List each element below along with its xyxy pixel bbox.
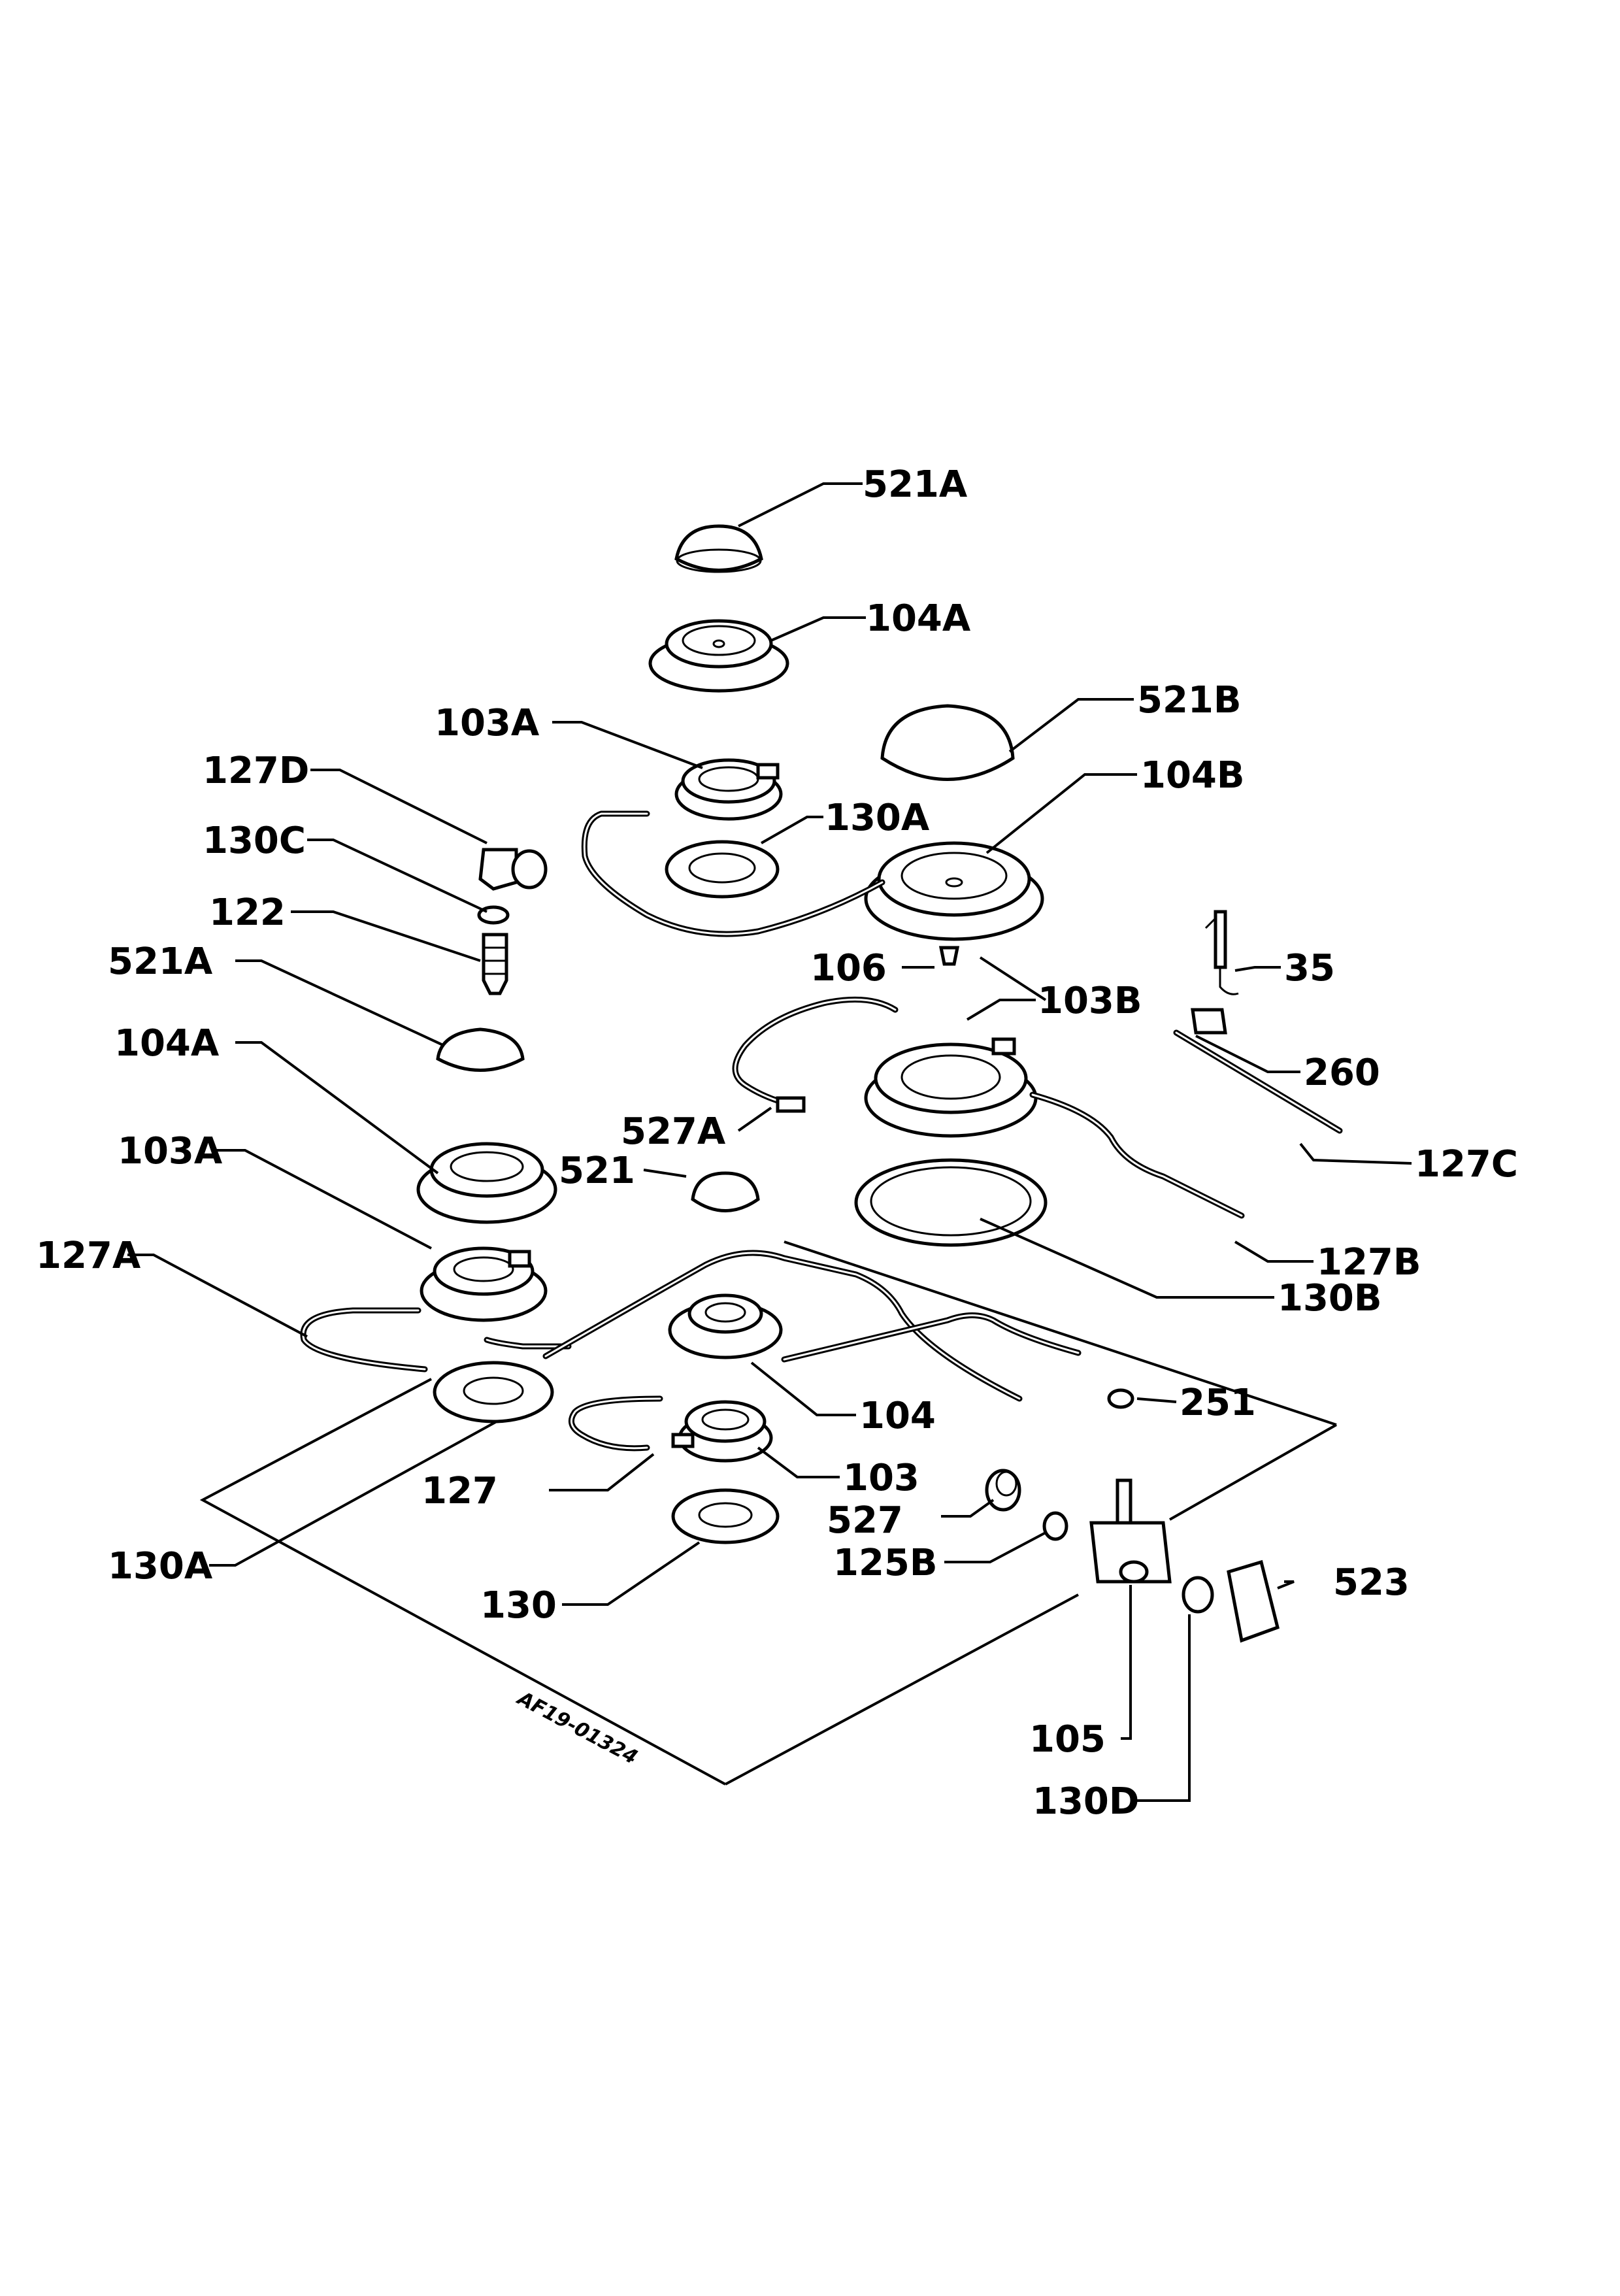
label-127c: 127C <box>1415 1143 1518 1186</box>
seal-130d <box>1182 1576 1214 1614</box>
label-127a: 127A <box>36 1235 141 1277</box>
label-130a-top: 130A <box>825 797 930 839</box>
burner-crown-104a-top <box>648 619 789 693</box>
burner-cap-521 <box>691 1171 760 1212</box>
label-130b: 130B <box>1278 1277 1382 1320</box>
label-127b: 127B <box>1317 1241 1421 1284</box>
label-103b: 103B <box>1038 980 1142 1022</box>
label-527a: 527A <box>621 1110 726 1153</box>
nut-125b <box>1042 1511 1068 1541</box>
label-106: 106 <box>810 947 887 990</box>
label-521b: 521B <box>1137 679 1242 722</box>
gas-pipes <box>300 810 1343 1452</box>
label-35: 35 <box>1284 947 1335 990</box>
label-104a-top: 104A <box>866 597 971 640</box>
label-523: 523 <box>1333 1561 1410 1604</box>
burner-base-103 <box>671 1400 773 1463</box>
bracket-523 <box>1227 1559 1280 1643</box>
label-105: 105 <box>1029 1718 1106 1761</box>
seal-ring-130 <box>671 1488 780 1544</box>
seal-ring-130a-bottom <box>433 1361 554 1423</box>
burner-base-103b <box>864 1037 1038 1138</box>
label-125b: 125B <box>833 1542 938 1584</box>
seal-ring-130a-top <box>665 840 780 899</box>
label-521: 521 <box>559 1150 635 1192</box>
hob-outline <box>199 1240 1337 1786</box>
label-104: 104 <box>859 1395 936 1437</box>
callout-labels: 521A 104A 103A 521B 104B 127D 130A 130C … <box>36 463 1518 1823</box>
label-130a-bottom: 130A <box>108 1545 213 1588</box>
sleeve-527 <box>985 1469 1021 1512</box>
burner-cap-521b <box>880 704 1015 781</box>
nozzle-122 <box>482 933 508 995</box>
label-521a-top: 521A <box>863 463 968 506</box>
label-521a-left: 521A <box>108 940 213 983</box>
label-260: 260 <box>1304 1052 1380 1094</box>
seal-ring-130b <box>854 1158 1048 1247</box>
leader-lines <box>127 482 1412 1802</box>
burner-cap-521a-left <box>436 1027 525 1072</box>
label-127: 127 <box>422 1470 498 1512</box>
label-122: 122 <box>209 891 286 934</box>
label-104b: 104B <box>1140 754 1245 797</box>
label-103a-left: 103A <box>118 1130 223 1173</box>
igniter-527a <box>776 1096 806 1113</box>
burner-crown-104a-left <box>416 1142 557 1224</box>
label-130: 130 <box>480 1584 557 1627</box>
label-103a-top: 103A <box>435 702 540 744</box>
label-527: 527 <box>827 1499 903 1542</box>
label-127d: 127D <box>203 750 309 792</box>
label-130d: 130D <box>1033 1780 1139 1823</box>
gas-tap-105 <box>1089 1478 1172 1584</box>
spark-plug-35 <box>1204 910 1239 995</box>
grommet-251 <box>1107 1388 1134 1409</box>
label-103: 103 <box>843 1457 919 1499</box>
label-130c: 130C <box>203 820 306 862</box>
burner-crown-104 <box>668 1293 783 1359</box>
label-104a-left: 104A <box>114 1022 220 1065</box>
burner-cap-521a-top <box>674 524 763 573</box>
thermocouple-106 <box>938 946 960 966</box>
elbow-fitting-127d <box>478 848 548 891</box>
burner-base-103a-top <box>674 758 783 821</box>
label-251: 251 <box>1180 1382 1256 1424</box>
spring-clip-260 <box>1191 1008 1227 1035</box>
burner-base-103a-left <box>420 1246 548 1322</box>
burner-crown-104b <box>864 841 1044 941</box>
